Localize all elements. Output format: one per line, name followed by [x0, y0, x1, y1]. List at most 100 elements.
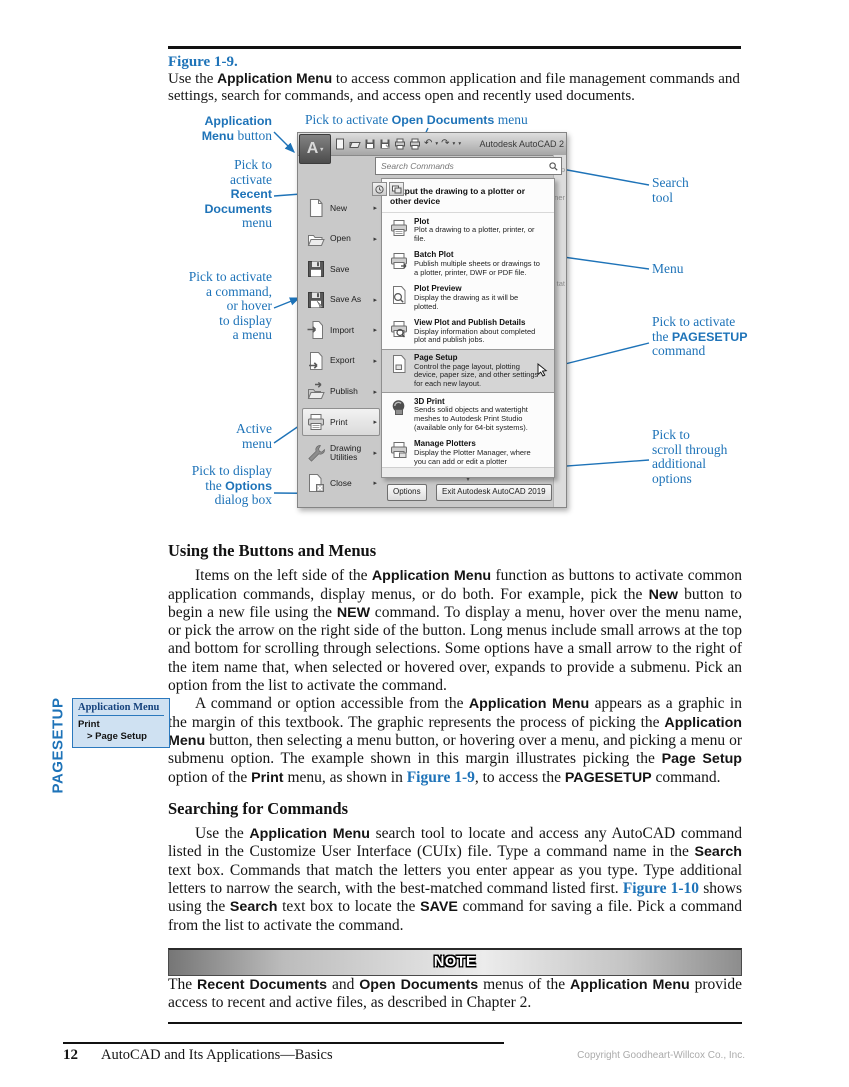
undo-caret-icon[interactable]: ▾	[435, 141, 439, 147]
print-menu-panel: Output the drawing to a plotter or other…	[381, 178, 555, 478]
main-text: Using the Buttons and Menus Items on the…	[168, 541, 742, 1024]
batch-plot-icon	[391, 253, 407, 270]
note-banner: NOTE	[168, 947, 742, 976]
plot-icon	[391, 219, 407, 236]
figure-label: Figure 1-9.	[168, 54, 238, 70]
section-heading-buttons-menus: Using the Buttons and Menus	[168, 541, 377, 560]
app-menu-button-drawing-utilities[interactable]: Drawing Utilities	[302, 439, 380, 467]
publish-icon	[307, 381, 325, 399]
paragraph: Use the Application Menu search tool to …	[168, 825, 742, 934]
background-fragment: ner	[554, 193, 565, 202]
qat-open-icon[interactable]	[349, 138, 361, 150]
margin-box-line: Print	[78, 719, 100, 730]
annotation-pagesetup-command: Pick to activate the PAGESETUP command	[652, 314, 748, 359]
top-rule	[168, 46, 741, 49]
recent-documents-icon	[375, 184, 384, 194]
open-folder-icon	[307, 234, 325, 246]
redo-caret-icon[interactable]: ▾	[452, 141, 456, 147]
recent-documents-button[interactable]	[372, 182, 387, 196]
background-fragment: tat	[556, 279, 565, 288]
annotation-menu: Menu	[652, 261, 684, 276]
print-icon	[308, 414, 324, 431]
app-menu-button-import[interactable]: Import	[302, 316, 380, 344]
annotation-open-documents: Pick to activate Open Documents menu	[305, 112, 528, 127]
search-icon[interactable]	[549, 161, 558, 171]
app-menu-button-export[interactable]: Export	[302, 347, 380, 375]
note-label: NOTE	[433, 954, 477, 971]
open-documents-icon	[391, 185, 401, 193]
margin-box-header: Application Menu	[78, 702, 164, 716]
note-bottom-rule	[168, 1021, 742, 1024]
save-icon	[308, 261, 324, 278]
figure-caption: Use the Application Menu to access commo…	[168, 71, 740, 104]
copyright: Copyright Goodheart-Willcox Co., Inc.	[577, 1050, 745, 1061]
annotation-application-menu-button: Application Menu button	[201, 114, 272, 143]
app-menu-button-new[interactable]: New	[302, 194, 380, 222]
save-as-icon	[308, 291, 324, 308]
new-file-icon	[309, 198, 323, 218]
manage-plotters-icon	[391, 442, 407, 459]
margin-command-box: Application Menu Print > Page Setup	[72, 698, 170, 748]
qat-save-icon[interactable]	[364, 138, 376, 150]
undo-icon[interactable]: ↶	[424, 138, 433, 149]
page-setup-icon	[393, 355, 406, 374]
menu-header: Output the drawing to a plotter or other…	[382, 179, 554, 213]
qat-print-icon[interactable]	[409, 138, 421, 150]
title-bar: ↶▾ ↷▾ ▾ Autodesk AutoCAD 2	[298, 133, 566, 156]
application-menu-button[interactable]: A▾	[299, 134, 331, 164]
redo-icon[interactable]: ↷	[441, 138, 450, 149]
app-menu-button-save[interactable]: Save	[302, 255, 380, 283]
annotation-recent-documents: Pick to activate Recent Documents menu	[204, 157, 272, 231]
chevron-down-icon: ▾	[320, 146, 324, 153]
paragraph: Items on the left side of the Applicatio…	[168, 567, 742, 695]
application-menu-left-column: New Open Save Save As Import Export	[302, 194, 380, 500]
annotation-scroll-options: Pick to scroll through additional option…	[652, 427, 728, 486]
book-title: AutoCAD and Its Applications—Basics	[101, 1047, 333, 1063]
app-menu-button-open[interactable]: Open	[302, 225, 380, 253]
margin-box-line: > Page Setup	[87, 730, 147, 742]
paragraph: A command or option accessible from the …	[168, 695, 742, 786]
view-plot-details-icon	[391, 321, 407, 338]
menu-scroll-down[interactable]	[382, 467, 554, 477]
cursor-icon	[537, 362, 548, 377]
note-text: The Recent Documents and Open Documents …	[168, 975, 742, 1012]
app-menu-button-close[interactable]: Close	[302, 469, 380, 497]
open-documents-button[interactable]	[389, 182, 404, 196]
app-menu-button-publish[interactable]: Publish	[302, 378, 380, 406]
3d-print-icon	[392, 399, 405, 415]
options-button[interactable]: Options	[387, 484, 427, 501]
quick-access-toolbar[interactable]: ↶▾ ↷▾ ▾	[334, 137, 461, 151]
import-icon	[307, 321, 323, 340]
autocad-window: ↶▾ ↷▾ ▾ Autodesk AutoCAD 2 A▾ tp ner tat	[297, 132, 567, 508]
autocad-a-logo: A	[306, 140, 319, 157]
window-title: Autodesk AutoCAD 2	[479, 139, 564, 149]
wrench-icon	[308, 444, 325, 462]
annotation-pick-command: Pick to activate a command, or hover to …	[188, 269, 272, 343]
section-heading-searching: Searching for Commands	[168, 798, 348, 818]
qat-customize-icon[interactable]: ▾	[458, 141, 462, 147]
page-number: 12	[63, 1047, 78, 1063]
footer-rule	[63, 1042, 504, 1044]
annotation-options-dialog: Pick to display the Options dialog box	[191, 463, 272, 508]
qat-plot-icon[interactable]	[394, 138, 406, 150]
qat-new-icon[interactable]	[334, 138, 346, 150]
qat-save-as-icon[interactable]	[379, 138, 391, 150]
annotation-search-tool: Search tool	[652, 175, 689, 205]
app-menu-button-print[interactable]: Print	[302, 408, 380, 437]
plot-preview-icon	[393, 286, 406, 305]
figure-1-9: Application Menu button Pick to activate…	[160, 112, 780, 514]
exit-button[interactable]: Exit Autodesk AutoCAD 2019	[436, 484, 552, 501]
app-menu-button-save-as[interactable]: Save As	[302, 286, 380, 314]
search-input[interactable]	[379, 160, 549, 172]
annotation-active-menu: Active menu	[236, 421, 272, 451]
export-icon	[309, 351, 323, 370]
margin-rotated-label: PAGESETUP	[49, 697, 67, 794]
search-box[interactable]	[375, 157, 562, 175]
